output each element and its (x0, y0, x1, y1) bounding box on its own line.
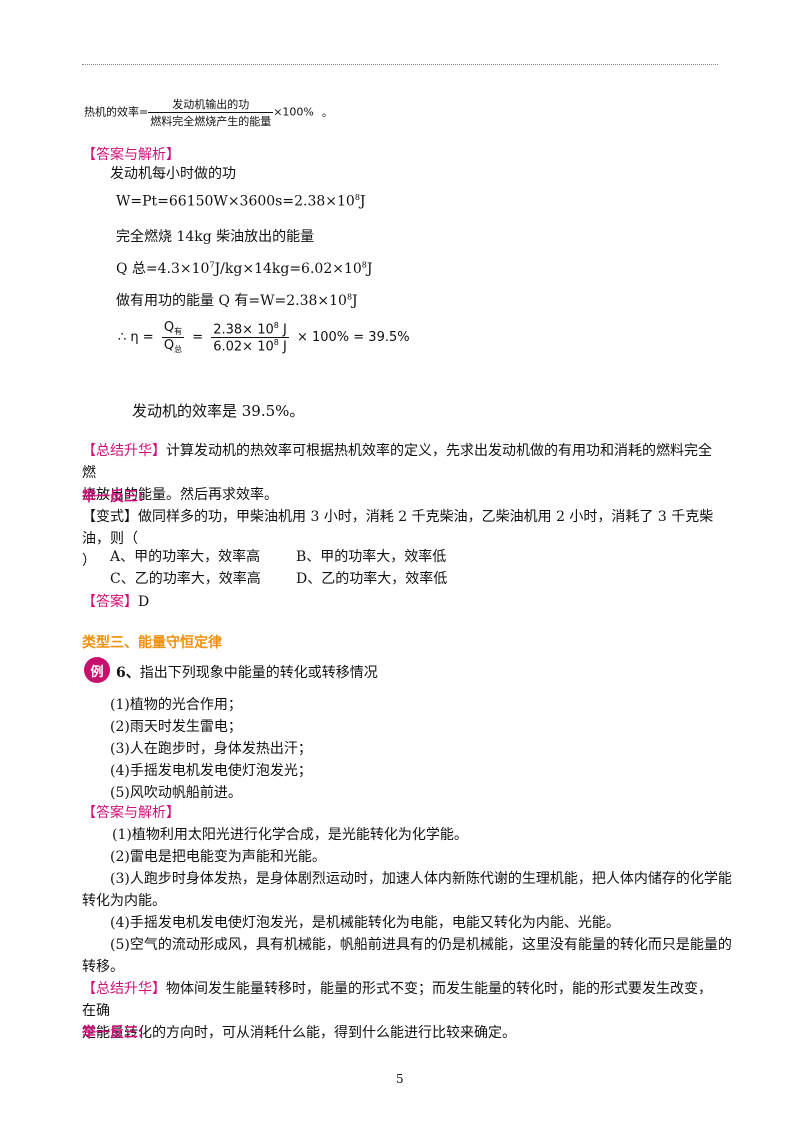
solution-line-3: 完全燃烧 14kg 柴油放出的能量 (116, 229, 315, 245)
formula-numerator: 发动机输出的功 (148, 96, 274, 113)
example-item-5: (5)风吹动帆船前进。 (110, 785, 242, 801)
option-c: C、乙的功率大，效率高 (110, 571, 261, 587)
solution-line-4: Q 总=4.3×107J/kg×14kg=6.02×108J (116, 260, 373, 277)
explain-3-cont: 转化为内能。 (82, 893, 166, 909)
option-d: D、乙的功率大，效率低 (296, 571, 448, 587)
summary-2: 【总结升华】物体间发生能量转移时，能量的形式不变；而发生能量的转化时，能的形式要… (82, 981, 712, 1041)
efficiency-formula: 热机的效率=发动机输出的功燃料完全燃烧产生的能量×100% 。 (84, 96, 333, 129)
summary-1: 【总结升华】计算发动机的热效率可根据热机效率的定义，先求出发动机做的有用功和消耗… (82, 443, 712, 503)
practice-label-1: 举一反三: (82, 489, 144, 505)
example-item-1: (1)植物的光合作用； (110, 697, 242, 713)
explain-1: (1)植物利用太阳光进行化学合成，是光能转化为化学能。 (112, 827, 468, 843)
variant-question: 【变式】做同样多的功，甲柴油机用 3 小时，消耗 2 千克柴油，乙柴油机用 2 … (82, 509, 714, 569)
explain-4: (4)手摇发电机发电使灯泡发光，是机械能转化为电能，电能又转化为内能、光能。 (110, 915, 620, 931)
explain-5: (5)空气的流动形成风，具有机械能，帆船前进具有的仍是机械能，这里没有能量的转化… (110, 937, 732, 953)
explain-5-cont: 转移。 (82, 959, 124, 975)
explain-3: (3)人跑步时身体发热，是身体剧烈运动时，加速人体内新陈代谢的生理机能，把人体内… (110, 871, 732, 887)
example-question: 6、指出下列现象中能量的转化或转移情况 (116, 665, 378, 681)
option-b: B、甲的功率大，效率低 (296, 549, 447, 565)
explain-2: (2)雷电是把电能变为声能和光能。 (110, 849, 326, 865)
formula-prefix: 热机的效率= (84, 105, 149, 119)
formula-end: 。 (321, 105, 333, 119)
solution-line-1: 发动机每小时做的功 (110, 166, 236, 182)
variant-answer: 【答案】D (82, 594, 150, 610)
page-number: 5 (396, 1072, 404, 1086)
example-item-2: (2)雨天时发生雷电； (110, 719, 242, 735)
practice-label-2: 举一反三: (82, 1025, 144, 1041)
example-badge: 例 (84, 657, 110, 683)
header-rule (82, 64, 718, 65)
solution-line-2: W=Pt=66150W×3600s=2.38×108J (116, 193, 366, 210)
section-title: 类型三、能量守恒定律 (82, 635, 222, 651)
solution-result: 发动机的效率是 39.5%。 (132, 402, 305, 420)
formula-suffix: ×100% (273, 105, 314, 119)
option-a: A、甲的功率大，效率高 (110, 549, 261, 565)
solution-line-5: 做有用功的能量 Q 有=W=2.38×108J (116, 292, 358, 309)
answer-label-1: 【答案与解析】 (82, 147, 180, 163)
example-item-3: (3)人在跑步时，身体发热出汗； (110, 741, 312, 757)
formula-denominator: 燃料完全燃烧产生的能量 (150, 115, 272, 128)
answer-label-2: 【答案与解析】 (82, 805, 180, 821)
example-item-4: (4)手摇发电机发电使灯泡发光； (110, 763, 312, 779)
